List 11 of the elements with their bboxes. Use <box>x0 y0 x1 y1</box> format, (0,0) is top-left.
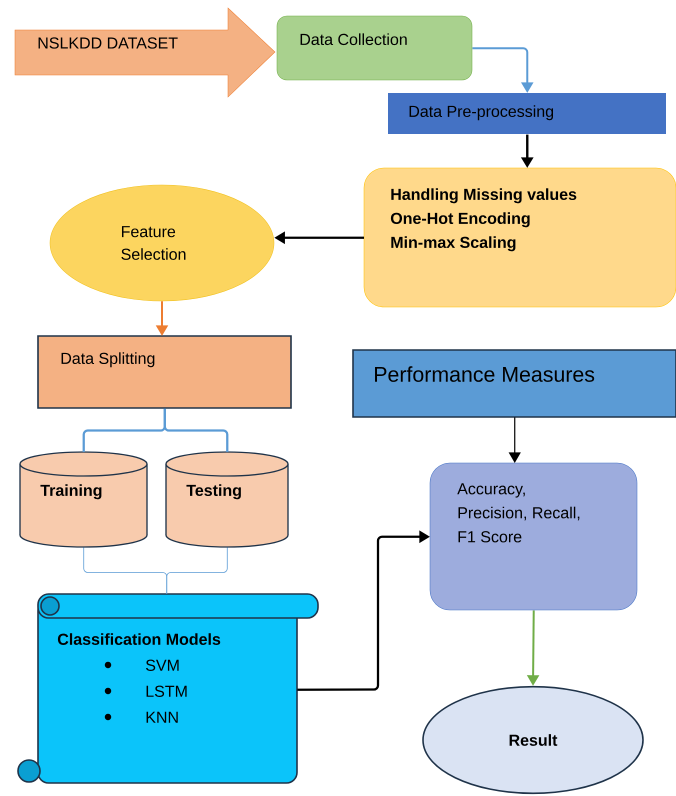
process-box: Accuracy, Precision, Recall, F1 Score <box>430 462 638 610</box>
process-box: Performance Measures <box>352 349 676 418</box>
cylinder: Testing <box>165 451 289 548</box>
process-box: Data Splitting <box>37 335 292 409</box>
arrow-shape-box: NSLKDD DATASET <box>14 7 276 98</box>
cylinder: Training <box>19 451 148 548</box>
bracket-line <box>166 547 228 594</box>
bracket-line <box>164 408 228 452</box>
process-box: Handling Missing values One-Hot Encoding Min-max Scaling <box>364 168 676 308</box>
process-box: Data Pre-processing <box>388 93 666 134</box>
process-box: Data Collection <box>276 16 472 80</box>
